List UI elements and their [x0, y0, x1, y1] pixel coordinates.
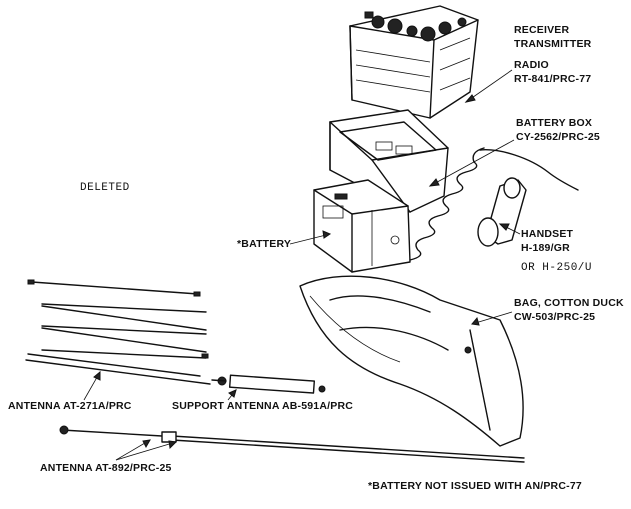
battery: [313, 179, 411, 273]
radio-label-line2: TRANSMITTER: [514, 38, 592, 50]
antenna-at-271a-label: ANTENNA AT-271A/PRC: [8, 400, 132, 412]
handset: [409, 147, 579, 261]
cotton-duck-bag: [299, 275, 524, 447]
antenna-at-892: [59, 425, 525, 463]
radio-label-line3: RADIO: [514, 59, 549, 71]
battery-box-label-line1: BATTERY BOX: [516, 117, 593, 129]
antenna-at-271a-sections: [25, 279, 211, 385]
battery-label: *BATTERY: [237, 238, 292, 250]
radio-label-line4: RT-841/PRC-77: [514, 73, 592, 85]
handset-alt-label: OR H-250/U: [521, 262, 593, 274]
receiver-transmitter-radio: [349, 5, 479, 119]
support-antenna-ab-591a: [211, 374, 326, 394]
footnote: *BATTERY NOT ISSUED WITH AN/PRC-77: [368, 480, 582, 492]
leader-lines: [83, 69, 521, 461]
battery-box-label-line2: CY-2562/PRC-25: [516, 131, 600, 143]
handset-label-line1: HANDSET: [521, 228, 574, 240]
bag-label-line1: BAG, COTTON DUCK: [514, 297, 624, 309]
support-antenna-label: SUPPORT ANTENNA AB-591A/PRC: [172, 400, 354, 412]
radio-label-line1: RECEIVER: [514, 24, 570, 36]
bag-label-line2: CW-503/PRC-25: [514, 311, 596, 323]
handset-label-line2: H-189/GR: [521, 242, 570, 254]
deleted-label: DELETED: [80, 182, 130, 194]
antenna-at-892-label: ANTENNA AT-892/PRC-25: [40, 462, 172, 474]
